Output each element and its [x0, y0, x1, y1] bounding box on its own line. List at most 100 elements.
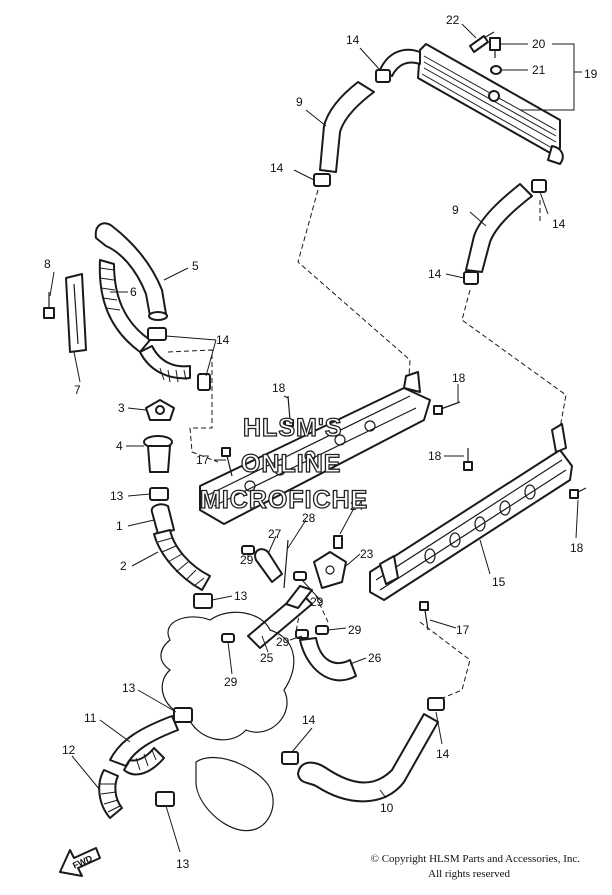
callout-18-a: 18 — [272, 381, 286, 395]
fwd-label: FWD — [71, 853, 94, 871]
hose-27 — [254, 548, 283, 583]
watermark-line-1: HLSM'S — [243, 414, 342, 442]
callout-11: 11 — [84, 711, 97, 725]
bolt-8 — [43, 292, 55, 319]
callout-14-f: 14 — [302, 713, 316, 727]
watermark-line-2: ONLINE — [241, 450, 341, 478]
manifold-center — [199, 371, 431, 525]
housing-4 — [143, 435, 173, 473]
hose-6 — [98, 259, 151, 353]
clamp-13-b — [193, 593, 213, 609]
bolt-17-a — [221, 447, 233, 477]
hose-9-right — [465, 183, 533, 273]
engine-outline — [160, 611, 295, 832]
callout-17-a: 17 — [196, 453, 210, 467]
callout-14-a: 14 — [346, 33, 360, 47]
callout-13-c: 13 — [122, 681, 136, 695]
callout-23: 23 — [360, 547, 374, 561]
callout-29-e: 29 — [224, 675, 238, 689]
clamp-13-lower-a — [173, 707, 193, 723]
callout-12: 12 — [62, 743, 76, 757]
clamp-14-mid-a — [147, 327, 167, 341]
callout-22: 22 — [446, 13, 460, 27]
hose-25 — [247, 585, 313, 649]
callout-18-c: 18 — [428, 449, 442, 463]
callout-5: 5 — [192, 259, 199, 273]
callout-17-b: 17 — [456, 623, 470, 637]
callout-14-d: 14 — [428, 267, 442, 281]
callout-28: 28 — [302, 511, 316, 525]
fwd-arrow-icon: FWD — [59, 847, 101, 877]
bolt-22 — [469, 31, 495, 53]
bolt-18-b — [433, 401, 461, 415]
callout-18-d: 18 — [570, 541, 584, 555]
bolt-24 — [333, 535, 343, 549]
clamps-29 — [221, 545, 329, 643]
bolt-18-d — [569, 487, 587, 499]
hose-6-lower — [139, 345, 191, 383]
callout-19: 19 — [584, 67, 598, 81]
clamp-14-lower-a — [427, 697, 445, 711]
callout-13-b: 13 — [234, 589, 248, 603]
bolt-18-a — [284, 395, 294, 427]
callout-10: 10 — [380, 801, 394, 815]
washer-21 — [490, 65, 502, 75]
hose-9-left — [319, 81, 375, 173]
copyright-notice: © Copyright HLSM Parts and Accessories, … — [260, 852, 580, 882]
hose-11 — [109, 715, 179, 767]
bolt-20 — [489, 37, 501, 58]
clamp-14-upper-d — [463, 271, 479, 285]
callout-9-b: 9 — [452, 203, 459, 217]
leader-lines — [49, 23, 582, 853]
callout-14-e: 14 — [216, 333, 230, 347]
callout-20: 20 — [532, 37, 546, 51]
callout-15: 15 — [492, 575, 506, 589]
hose-1 — [150, 503, 175, 535]
callout-13-d: 13 — [176, 857, 190, 871]
callout-26: 26 — [368, 651, 382, 665]
callout-7: 7 — [74, 383, 81, 397]
hose-10 — [297, 713, 439, 803]
clamp-14-lower-b — [281, 751, 299, 765]
callout-14-c: 14 — [552, 217, 566, 231]
callout-13-a: 13 — [110, 489, 124, 503]
copyright-line-2: All rights reserved — [428, 868, 510, 880]
hose-26 — [299, 637, 357, 682]
hose-2 — [153, 529, 211, 591]
bolt-17-b — [419, 601, 429, 631]
bolt-18-c — [463, 448, 473, 471]
manifold-15 — [369, 423, 573, 601]
clamp-14-upper-c — [531, 179, 547, 193]
callout-21: 21 — [532, 63, 546, 77]
callout-29-a: 29 — [240, 553, 254, 567]
clamp-14-upper-a — [375, 69, 391, 83]
bracket-7 — [65, 273, 87, 353]
watermark: HLSM'S ONLINE MICROFICHE — [199, 413, 368, 514]
fitting-23 — [313, 551, 347, 589]
clamp-13-lower-b — [155, 791, 175, 807]
callout-numbers: 22 20 21 19 14 9 14 9 14 14 8 5 6 14 7 3… — [44, 13, 598, 871]
callout-14-g: 14 — [436, 747, 450, 761]
cap-3 — [145, 399, 175, 421]
callout-8: 8 — [44, 257, 51, 271]
callout-24: 24 — [350, 499, 364, 513]
callout-25: 25 — [260, 651, 274, 665]
callout-3: 3 — [118, 401, 125, 415]
clamp-13-a — [149, 487, 169, 501]
callout-6: 6 — [130, 285, 137, 299]
callout-14-b: 14 — [270, 161, 284, 175]
watermark-line-3: MICROFICHE — [200, 486, 368, 514]
clamp-14-mid-b — [197, 373, 211, 391]
callout-29-c: 29 — [276, 635, 290, 649]
hose-12 — [98, 747, 165, 819]
callout-1: 1 — [116, 519, 123, 533]
clamp-14-upper-b — [313, 173, 331, 187]
callout-18-b: 18 — [452, 371, 466, 385]
oil-cooler — [379, 43, 564, 165]
callout-29-b: 29 — [310, 595, 324, 609]
callout-2: 2 — [120, 559, 127, 573]
pipe-5 — [94, 222, 168, 321]
pin-28 — [283, 539, 289, 589]
assembly-lines — [167, 189, 567, 701]
